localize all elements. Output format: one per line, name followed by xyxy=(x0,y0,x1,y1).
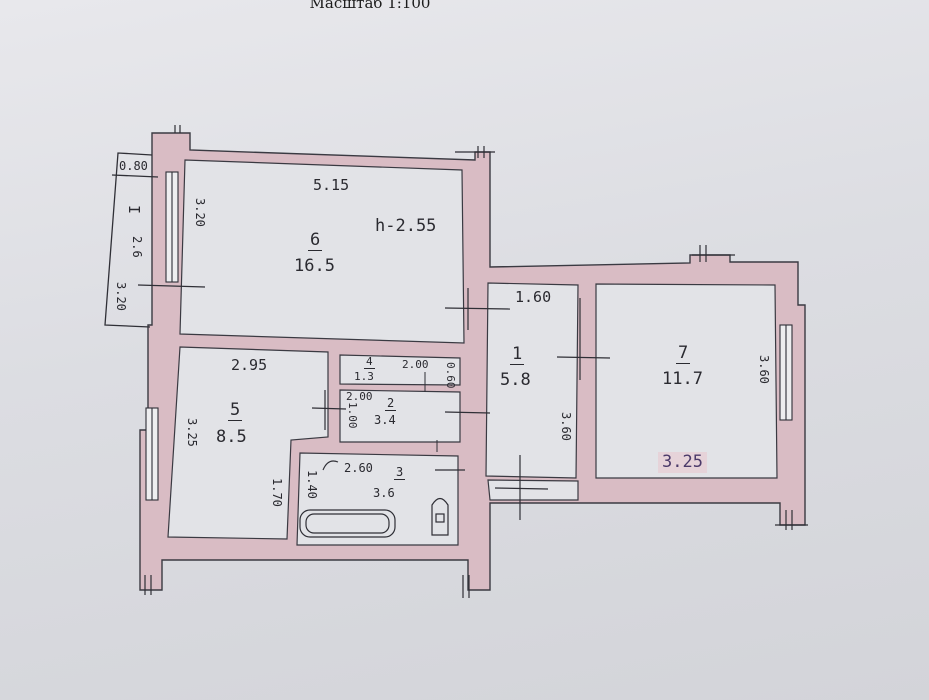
room-5-width-label: 2.95 xyxy=(231,356,268,374)
room-5-number-label: 5 xyxy=(228,400,243,421)
room-4-dim-a-label: 2.00 xyxy=(402,358,429,371)
balcony-area-label: 2.6 xyxy=(130,236,144,258)
room-1-area-label: 5.8 xyxy=(500,370,531,390)
room-3-depth-label: 1.40 xyxy=(305,470,319,499)
room-2-dim-a-label: 2.00 xyxy=(346,390,373,403)
room-7-area-label: 11.7 xyxy=(662,369,703,389)
room-7-width-label: 3.25 xyxy=(658,452,707,473)
balcony-number-label: I xyxy=(125,205,143,215)
room-2-number-label: 2 xyxy=(385,396,397,411)
room-5-depth-label: 3.25 xyxy=(185,418,199,447)
toilet xyxy=(431,497,449,536)
room-1-depth-label: 3.60 xyxy=(559,412,573,441)
balcony-outline xyxy=(104,152,159,328)
room-1-number-label: 1 xyxy=(510,344,525,365)
room-3-width-label: 2.60 xyxy=(344,461,373,475)
rooms-floor xyxy=(167,159,778,546)
partition-ticks xyxy=(424,372,438,452)
corridor-floor xyxy=(487,479,579,501)
windows xyxy=(145,171,793,501)
room-2-area-label: 3.4 xyxy=(374,413,396,427)
room-7-number-label: 7 xyxy=(676,343,691,364)
room-5-floor xyxy=(167,346,329,540)
room-4-dim-b-label: 0.60 xyxy=(444,362,457,389)
room-3-number-label: 3 xyxy=(394,465,406,480)
door-marks xyxy=(137,125,808,598)
room-6-floor xyxy=(179,159,465,344)
sink-arc xyxy=(322,460,339,471)
room-4-number-label: 4 xyxy=(364,355,375,369)
room-7-depth-label: 3.60 xyxy=(757,355,771,384)
room-5-side-label: 1.70 xyxy=(270,478,284,507)
room-1-floor xyxy=(485,282,579,479)
room-5-area-label: 8.5 xyxy=(216,427,247,447)
room-7-floor xyxy=(595,283,778,479)
scale-title: Масштаб 1:100 xyxy=(309,0,431,12)
room-1-width-label: 1.60 xyxy=(515,288,552,306)
balcony-length-label: 3.20 xyxy=(114,282,128,311)
balcony-width-label: 0.80 xyxy=(119,159,148,173)
room-4-floor xyxy=(339,354,461,386)
bathtub xyxy=(299,509,396,538)
room-2-floor xyxy=(339,389,461,443)
ceiling-height-label: h-2.55 xyxy=(375,216,437,236)
room-3-floor xyxy=(296,452,459,546)
room-4-area-label: 1.3 xyxy=(354,370,374,383)
room-6-area-label: 16.5 xyxy=(294,256,335,276)
room-3-area-label: 3.6 xyxy=(373,486,395,500)
room-6-depth-label: 3.20 xyxy=(193,198,207,227)
room-6-number-label: 6 xyxy=(308,230,323,251)
room-6-width-label: 5.15 xyxy=(313,176,350,194)
room-2-dim-b-label: 1.00 xyxy=(346,402,359,429)
